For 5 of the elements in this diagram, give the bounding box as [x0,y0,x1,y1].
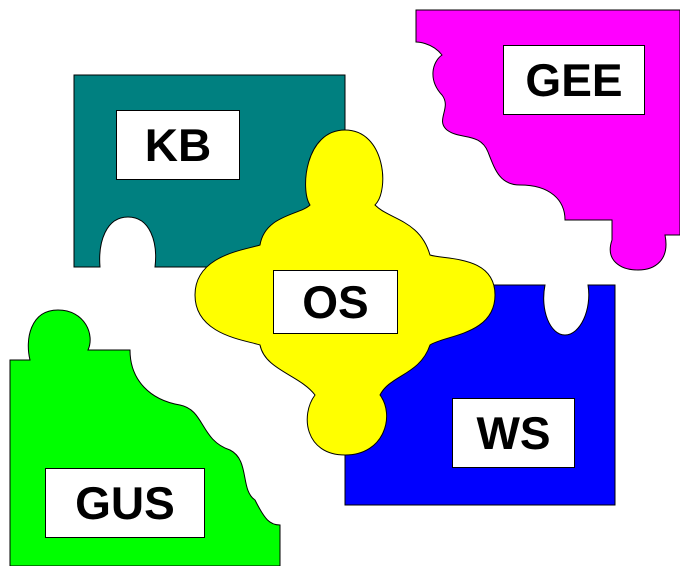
piece-label: KB [116,110,240,180]
piece-label: OS [273,270,398,334]
piece-label: GEE [503,45,645,115]
piece-label: WS [452,398,575,468]
piece-label: GUS [45,468,205,538]
